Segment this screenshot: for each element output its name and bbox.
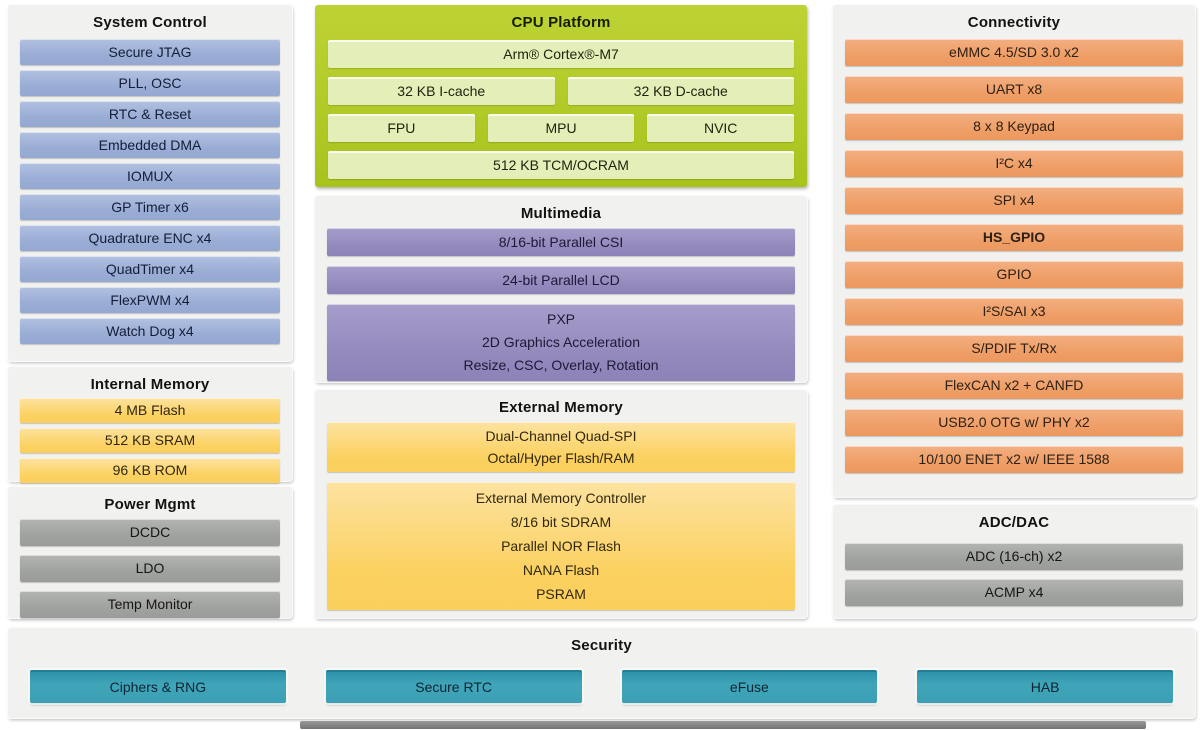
block-quadrature-enc: Quadrature ENC x4 <box>20 225 280 251</box>
system-control-panel: System Control Secure JTAG PLL, OSC RTC … <box>8 5 292 361</box>
block-watchdog: Watch Dog x4 <box>20 318 280 344</box>
block-acmp: ACMP x4 <box>845 579 1183 606</box>
block-parallel-lcd: 24-bit Parallel LCD <box>327 266 795 294</box>
multimedia-title: Multimedia <box>520 205 602 222</box>
adc-dac-panel: ADC/DAC ADC (16-ch) x2 ACMP x4 <box>833 505 1195 618</box>
block-iomux: IOMUX <box>20 163 280 189</box>
block-quad-spi: Dual-Channel Quad-SPI Octal/Hyper Flash/… <box>327 422 795 472</box>
block-i2c: I²C x4 <box>845 150 1183 177</box>
block-spdif: S/PDIF Tx/Rx <box>845 335 1183 362</box>
block-secure-rtc: Secure RTC <box>325 670 582 703</box>
block-hs-gpio: HS_GPIO <box>845 224 1183 251</box>
block-rtc-reset: RTC & Reset <box>20 101 280 127</box>
block-pll-osc: PLL, OSC <box>20 70 280 96</box>
block-parallel-csi: 8/16-bit Parallel CSI <box>327 228 795 256</box>
block-embedded-dma: Embedded DMA <box>20 132 280 158</box>
block-mpu: MPU <box>487 114 635 142</box>
block-cortex-m7: Arm® Cortex®-M7 <box>328 40 794 68</box>
block-fpu: FPU <box>328 114 475 142</box>
block-hab: HAB <box>917 670 1173 703</box>
block-dcache: 32 KB D-cache <box>567 77 794 105</box>
block-usb-otg: USB2.0 OTG w/ PHY x2 <box>845 409 1183 436</box>
internal-memory-title: Internal Memory <box>90 376 210 393</box>
block-quadtimer: QuadTimer x4 <box>20 256 280 282</box>
block-ext-mem-controller: External Memory Controller 8/16 bit SDRA… <box>327 482 795 610</box>
multimedia-panel: Multimedia 8/16-bit Parallel CSI 24-bit … <box>315 196 807 382</box>
block-keypad: 8 x 8 Keypad <box>845 113 1183 140</box>
block-flexpwm: FlexPWM x4 <box>20 287 280 313</box>
block-i2s-sai: I²S/SAI x3 <box>845 298 1183 325</box>
block-gpio: GPIO <box>845 261 1183 288</box>
block-ldo: LDO <box>20 555 280 582</box>
block-flash: 4 MB Flash <box>20 398 280 423</box>
block-pxp: PXP 2D Graphics Acceleration Resize, CSC… <box>327 304 795 381</box>
connectivity-title: Connectivity <box>967 14 1061 31</box>
connectivity-panel: Connectivity eMMC 4.5/SD 3.0 x2 UART x8 … <box>833 5 1195 497</box>
block-efuse: eFuse <box>621 670 878 703</box>
block-adc: ADC (16-ch) x2 <box>845 543 1183 570</box>
security-panel: Security Ciphers & RNG Secure RTC eFuse … <box>8 628 1195 718</box>
system-control-title: System Control <box>93 14 207 31</box>
block-enet: 10/100 ENET x2 w/ IEEE 1588 <box>845 446 1183 473</box>
block-uart: UART x8 <box>845 76 1183 103</box>
block-icache: 32 KB I-cache <box>328 77 555 105</box>
block-secure-jtag: Secure JTAG <box>20 39 280 65</box>
external-memory-title: External Memory <box>499 399 623 416</box>
cropped-bottom-strip <box>300 721 1146 729</box>
block-tcm-ocram: 512 KB TCM/OCRAM <box>328 151 794 179</box>
block-spi: SPI x4 <box>845 187 1183 214</box>
power-mgmt-panel: Power Mgmt DCDC LDO Temp Monitor <box>8 487 292 618</box>
cpu-platform-panel: CPU Platform Arm® Cortex®-M7 32 KB I-cac… <box>315 5 807 187</box>
block-rom: 96 KB ROM <box>20 458 280 483</box>
internal-memory-panel: Internal Memory 4 MB Flash 512 KB SRAM 9… <box>8 367 292 483</box>
block-dcdc: DCDC <box>20 519 280 546</box>
block-ciphers-rng: Ciphers & RNG <box>30 670 286 703</box>
block-gp-timer: GP Timer x6 <box>20 194 280 220</box>
cpu-platform-title: CPU Platform <box>511 14 611 31</box>
block-emmc-sd: eMMC 4.5/SD 3.0 x2 <box>845 39 1183 66</box>
security-title: Security <box>571 637 632 654</box>
block-flexcan: FlexCAN x2 + CANFD <box>845 372 1183 399</box>
block-temp-monitor: Temp Monitor <box>20 591 280 618</box>
adc-dac-title: ADC/DAC <box>978 514 1050 531</box>
block-nvic: NVIC <box>647 114 795 142</box>
external-memory-panel: External Memory Dual-Channel Quad-SPI Oc… <box>315 390 807 618</box>
block-sram: 512 KB SRAM <box>20 428 280 453</box>
power-mgmt-title: Power Mgmt <box>104 496 196 513</box>
